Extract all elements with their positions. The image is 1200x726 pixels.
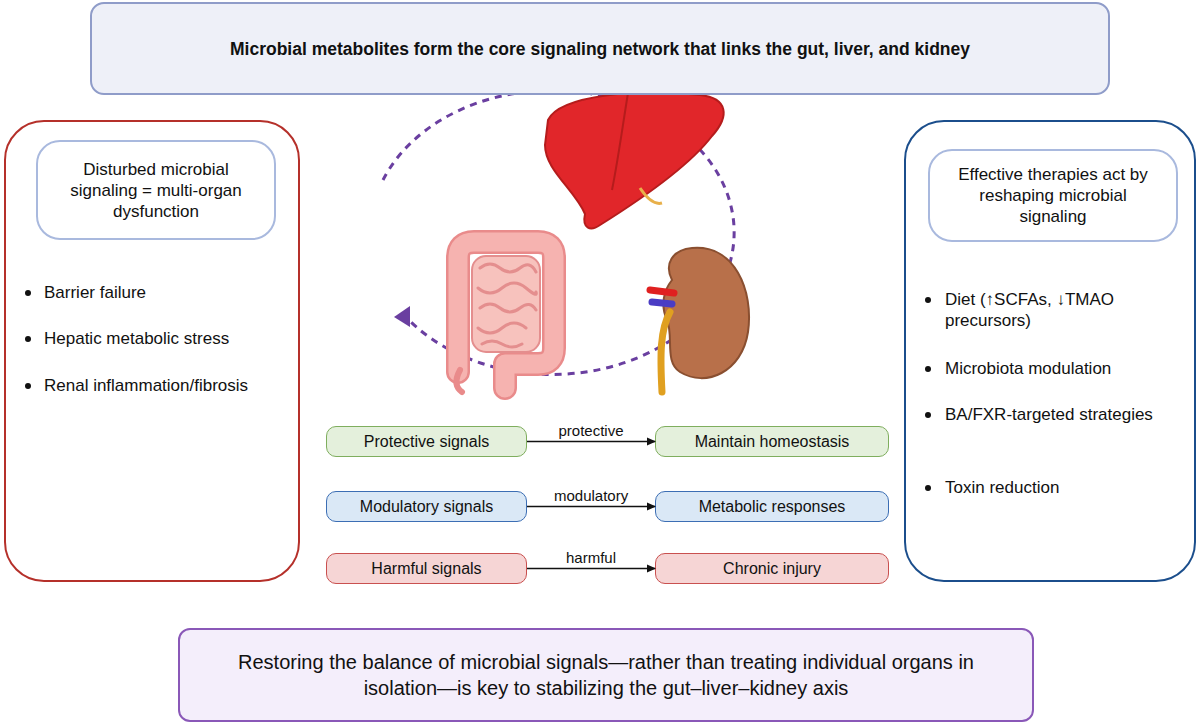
renal-vein <box>652 302 672 304</box>
renal-artery <box>650 290 674 293</box>
bullet-text: Microbiota modulation <box>945 358 1180 379</box>
edge-label: harmful <box>566 549 616 567</box>
conclusion-text: Restoring the balance of microbial signa… <box>230 649 982 701</box>
edge-label: protective <box>559 422 624 440</box>
box-text: Metabolic responses <box>699 496 846 517</box>
liver-lobe-line <box>612 93 628 190</box>
bullet-text: BA/FXR-targeted strategies <box>945 404 1180 425</box>
bullet-dot <box>925 366 931 372</box>
box-text: Protective signals <box>364 431 489 452</box>
arrow-connector <box>527 568 655 569</box>
signal-box: Protective signals <box>326 426 527 457</box>
kidney <box>663 248 749 378</box>
small-intestine-loops <box>478 264 536 347</box>
ureter <box>661 312 670 392</box>
arrow-connector <box>527 441 655 442</box>
bullet-text: Diet (↑SCFAs, ↓TMAO precursors) <box>945 289 1180 331</box>
bullet-text: Toxin reduction <box>945 477 1180 498</box>
box-text: Disturbed microbial signaling = multi-or… <box>60 159 252 222</box>
arrow-connector <box>527 506 655 507</box>
appendix <box>456 370 462 392</box>
bullet-dot <box>925 412 931 418</box>
bullet-dot <box>925 297 931 303</box>
bullet-dot <box>25 336 31 342</box>
box-text: Modulatory signals <box>360 496 493 517</box>
bullet-dot <box>25 383 31 389</box>
bullet-dot <box>925 485 931 491</box>
large-intestine-outline <box>458 242 554 388</box>
problem-panel: Barrier failureHepatic metabolic stressR… <box>4 120 300 582</box>
bullet-dot <box>25 290 31 296</box>
liver <box>545 92 724 228</box>
title-box: Microbial metabolites form the core sign… <box>90 2 1110 95</box>
box-text: Effective therapies act by reshaping mic… <box>952 164 1154 227</box>
gallbladder-duct <box>640 188 662 203</box>
conclusion-box: Restoring the balance of microbial signa… <box>178 628 1034 722</box>
box-text: Maintain homeostasis <box>695 431 850 452</box>
bullet-text: Renal inflammation/fibrosis <box>44 375 294 396</box>
therapy-panel: Diet (↑SCFAs, ↓TMAO precursors) Microbiot… <box>904 120 1196 582</box>
panel-heading: Disturbed microbial signaling = multi-or… <box>36 140 276 240</box>
cycle-arrowhead <box>394 306 410 327</box>
box-text: Chronic injury <box>723 558 821 579</box>
title-text: Microbial metabolites form the core sign… <box>230 38 970 60</box>
bullet-text: Hepatic metabolic stress <box>44 328 294 349</box>
panel-heading: Effective therapies act by reshaping mic… <box>928 149 1178 242</box>
signal-box: Modulatory signals <box>326 491 527 522</box>
bullet-text: Barrier failure <box>44 282 294 303</box>
outcome-box: Chronic injury <box>655 553 889 584</box>
outcome-box: Maintain homeostasis <box>655 426 889 457</box>
large-intestine <box>458 242 554 388</box>
small-intestine-area <box>472 256 540 352</box>
signal-box: Harmful signals <box>326 553 527 584</box>
edge-label: modulatory <box>554 487 628 505</box>
outcome-box: Metabolic responses <box>655 491 889 522</box>
box-text: Harmful signals <box>371 558 481 579</box>
